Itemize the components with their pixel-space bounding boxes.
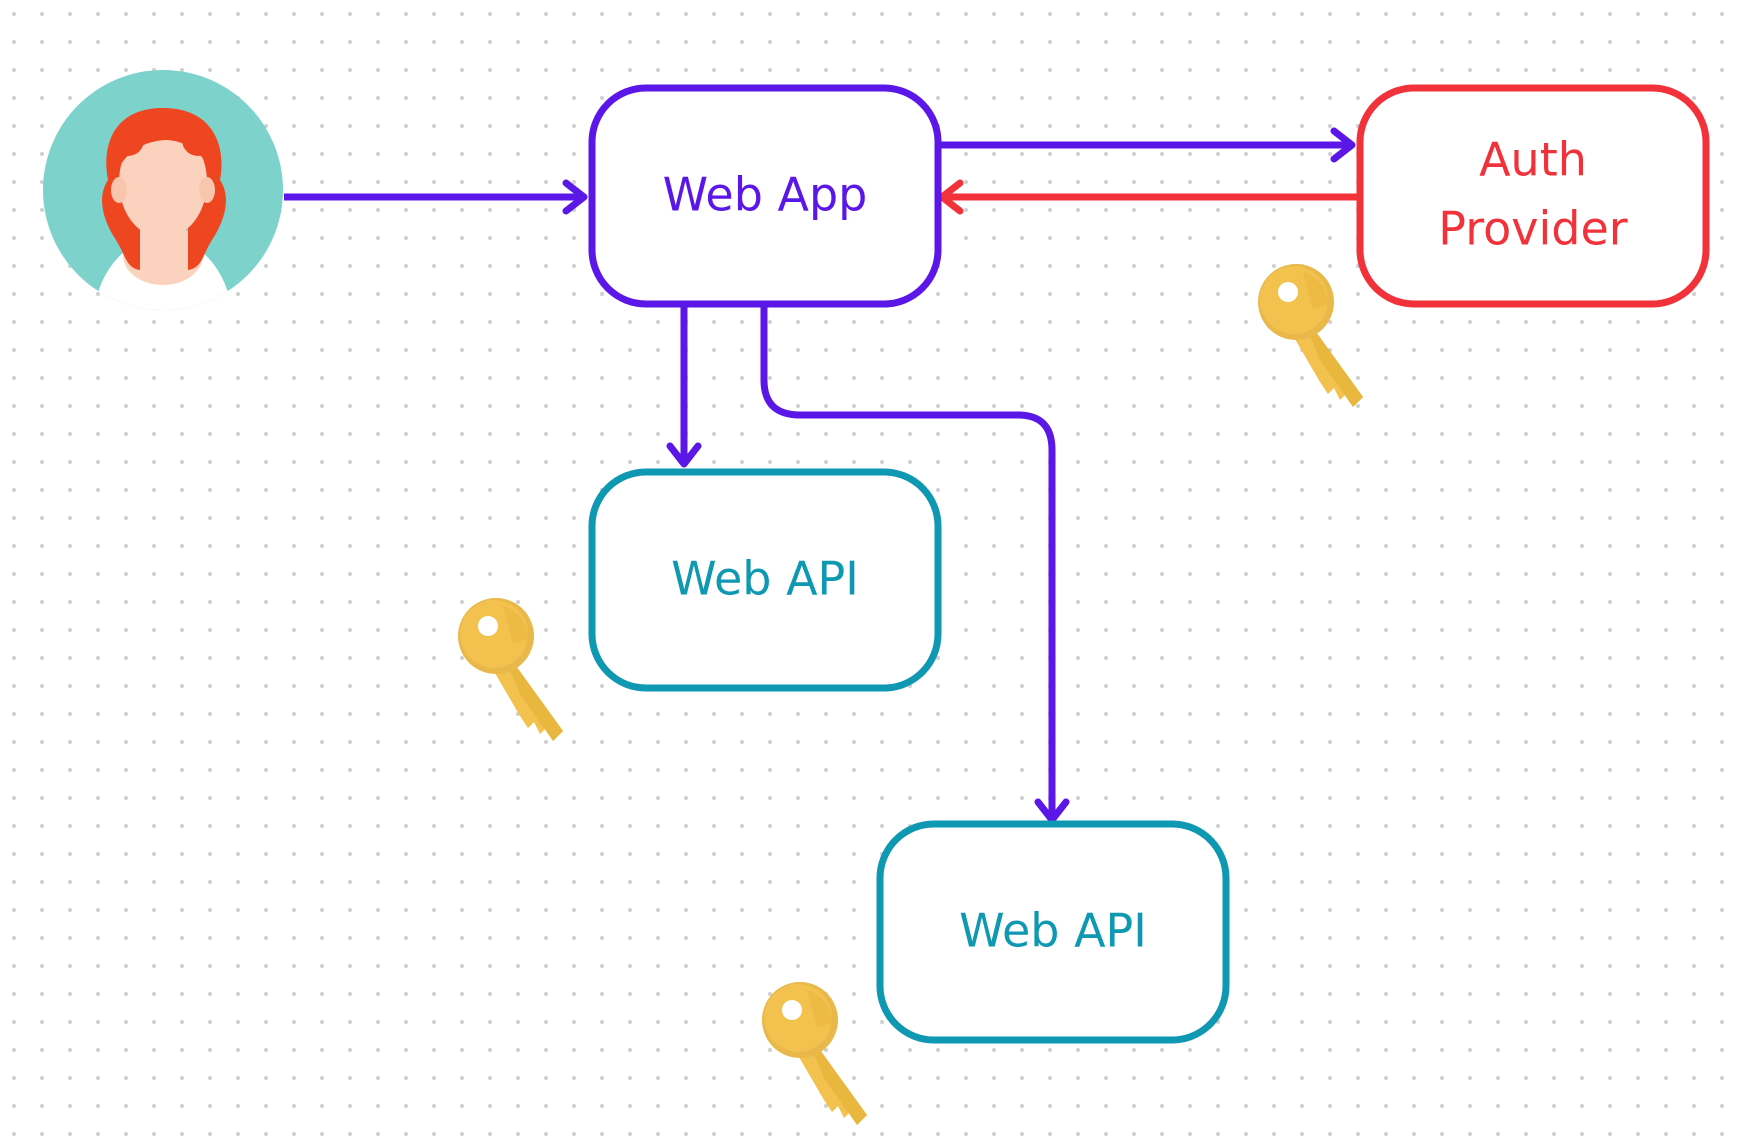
node-web-api-1-label: Web API — [671, 552, 859, 606]
node-web-api-2-label: Web API — [959, 904, 1147, 958]
node-web-app[interactable]: Web App — [588, 84, 942, 308]
node-web-api-1[interactable]: Web API — [588, 468, 942, 692]
node-web-app-label: Web App — [663, 168, 868, 222]
node-auth-provider-label-line2: Provider — [1438, 202, 1627, 256]
connectors — [284, 127, 1358, 824]
node-auth-provider[interactable]: Auth Provider — [1356, 84, 1710, 308]
node-web-api-2[interactable]: Web API — [876, 820, 1230, 1044]
edge-webapp-to-api2[interactable] — [760, 306, 1056, 818]
node-auth-provider-label-line1: Auth — [1479, 133, 1587, 187]
user-avatar-icon[interactable] — [43, 70, 283, 413]
